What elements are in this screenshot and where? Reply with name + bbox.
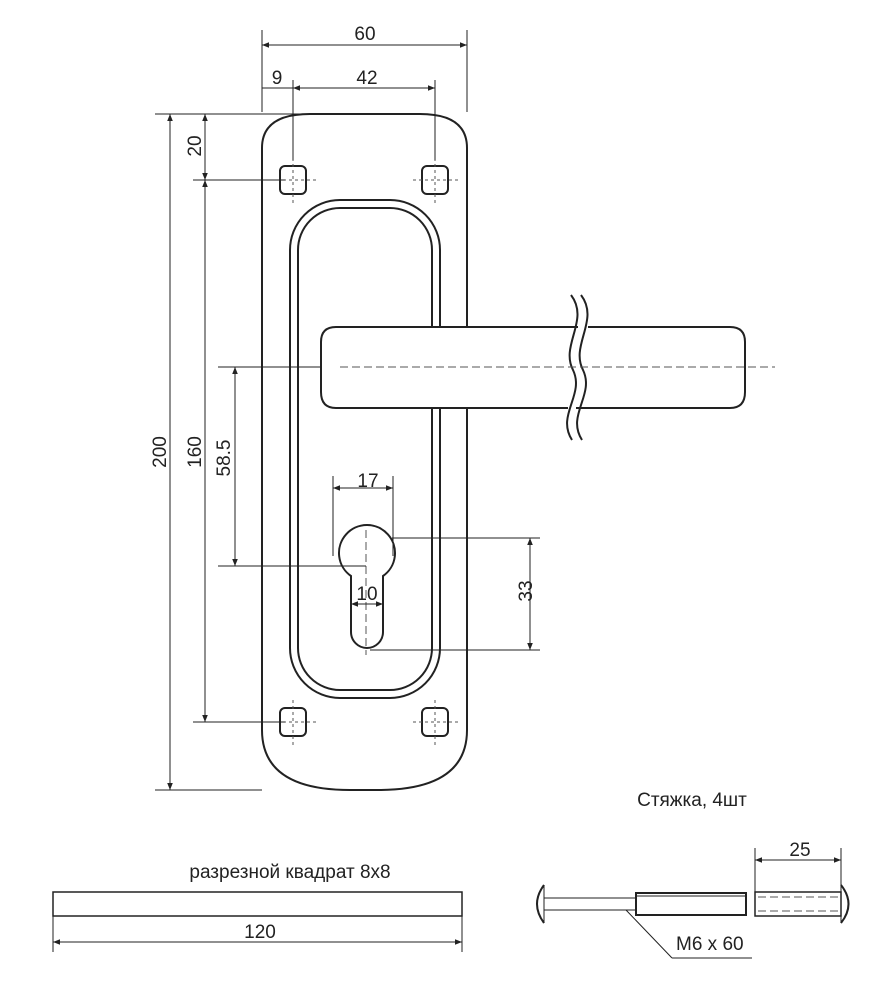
dimension-plate-width: 60: [261, 24, 468, 112]
dimension-hole-spacing-vertical: 160: [185, 180, 285, 723]
spindle: разрезной квадрат 8x8 120: [52, 862, 463, 952]
dimension-cylinder-width-label: 17: [357, 471, 378, 492]
backplate: [261, 113, 468, 791]
dimension-hole-spacing-horizontal-label: 42: [356, 68, 377, 89]
bolt-sleeve-length-label: 25: [789, 840, 810, 861]
lever-break-line-right: [576, 294, 589, 441]
dimension-cylinder-height-label: 33: [516, 580, 537, 601]
bolt-size-label: М6 х 60: [676, 934, 744, 955]
dimension-overall-height-label: 200: [150, 436, 171, 468]
tie-bolt-label: Стяжка, 4шт: [637, 790, 747, 811]
dimension-plate-width-label: 60: [354, 24, 375, 45]
dimension-handle-to-lock: 58.5: [214, 366, 366, 567]
lever-handle: [320, 294, 775, 441]
backplate-recess-outer: [289, 199, 441, 699]
dimension-cylinder-width: 17: [332, 471, 394, 556]
lever-break-line-left: [566, 294, 579, 441]
dimension-cylinder-slot-width-label: 10: [356, 584, 377, 605]
lever-handle-right-part: [576, 326, 746, 409]
dimension-hole-spacing-horizontal: 42: [292, 68, 436, 160]
mounting-hole-bottom-right: [413, 700, 458, 745]
dimension-overall-height: 200: [150, 113, 300, 791]
backplate-outline: [261, 113, 468, 791]
dimension-top-offset-label: 20: [185, 135, 206, 156]
dimension-cylinder-slot-width: 10: [350, 584, 384, 612]
bolt-sleeve: [754, 891, 842, 917]
dimension-edge-offset: 9: [262, 68, 293, 89]
dimension-cylinder-height: 33: [370, 537, 540, 651]
cylinder-cutout-outline: [338, 524, 396, 649]
backplate-recess-inner: [297, 207, 433, 691]
bolt-size-leader: [625, 909, 673, 959]
spindle-bar: [52, 891, 463, 917]
mounting-hole-top-right: [413, 158, 458, 203]
cylinder-cutout: [338, 524, 396, 655]
bolt-threaded-part: [635, 892, 747, 916]
tie-bolt: Стяжка, 4шт 25 М6 х 60: [536, 790, 850, 959]
sleeve-head: [840, 884, 850, 924]
dimension-top-offset: 20: [185, 114, 285, 181]
dimension-handle-to-lock-label: 58.5: [214, 440, 235, 477]
dimension-hole-spacing-vertical-label: 160: [185, 436, 206, 468]
spindle-length-label: 120: [244, 922, 276, 943]
dimension-edge-offset-label: 9: [272, 68, 283, 89]
bolt-head: [536, 884, 545, 924]
spindle-label: разрезной квадрат 8x8: [189, 862, 390, 883]
